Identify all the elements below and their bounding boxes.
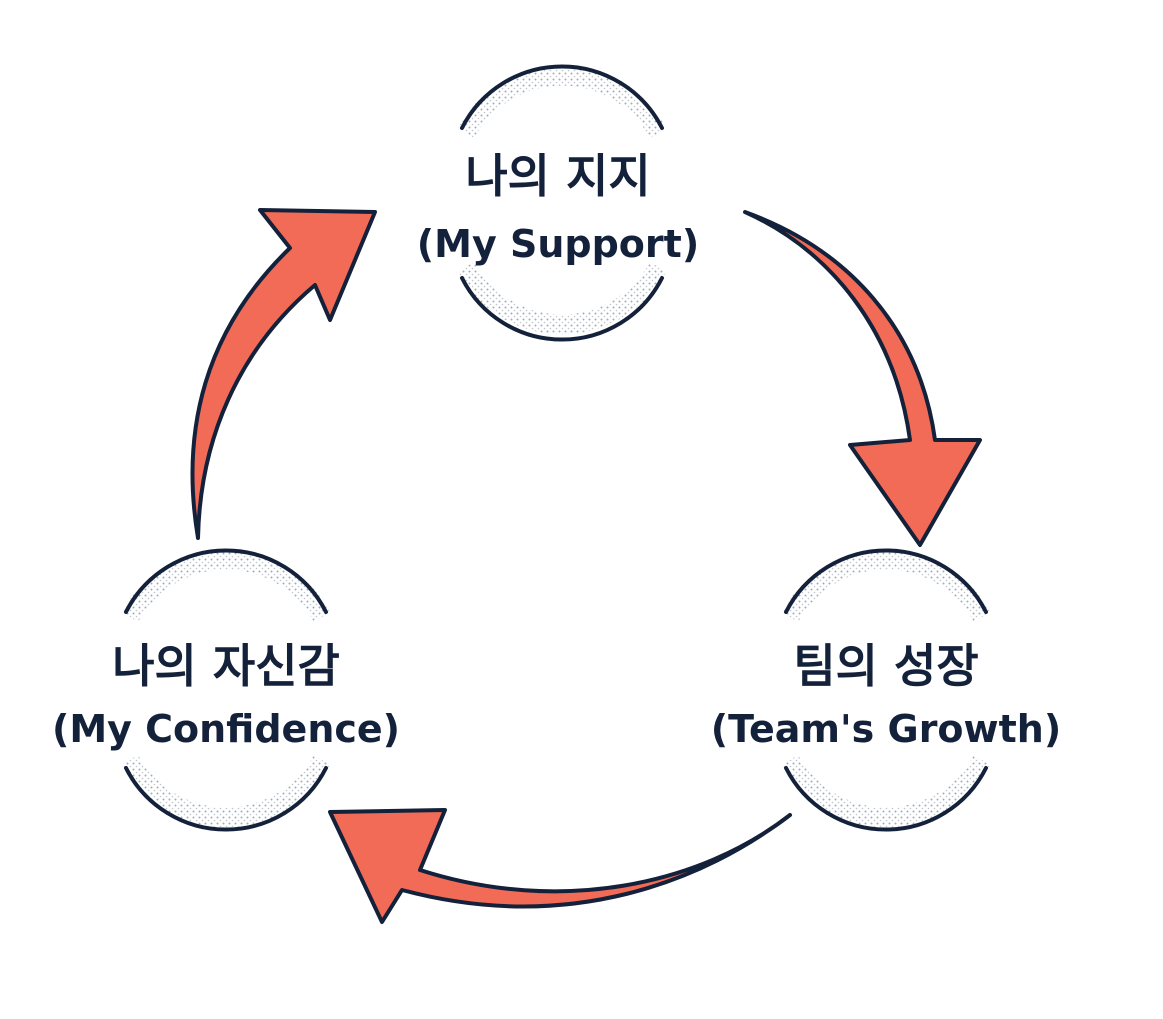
node-confidence: 나의 자신감 (My Confidence) bbox=[52, 548, 400, 832]
arrow-growth-to-confidence bbox=[328, 808, 792, 924]
node-confidence-title: 나의 자신감 bbox=[112, 639, 340, 693]
node-support-title: 나의 지지 bbox=[465, 149, 650, 203]
node-growth-ring bbox=[782, 548, 990, 832]
node-support-subtitle: (My Support) bbox=[417, 222, 699, 266]
node-growth-title: 팀의 성장 bbox=[793, 639, 978, 693]
arrow-confidence-to-support bbox=[190, 208, 377, 540]
node-support: 나의 지지 (My Support) bbox=[417, 64, 699, 342]
node-growth-subtitle: (Team's Growth) bbox=[711, 707, 1061, 751]
node-confidence-ring bbox=[122, 548, 330, 832]
node-growth: 팀의 성장 (Team's Growth) bbox=[711, 548, 1061, 832]
node-confidence-subtitle: (My Confidence) bbox=[52, 707, 400, 751]
arrow-support-to-growth bbox=[743, 210, 982, 547]
node-support-ring bbox=[458, 64, 666, 342]
